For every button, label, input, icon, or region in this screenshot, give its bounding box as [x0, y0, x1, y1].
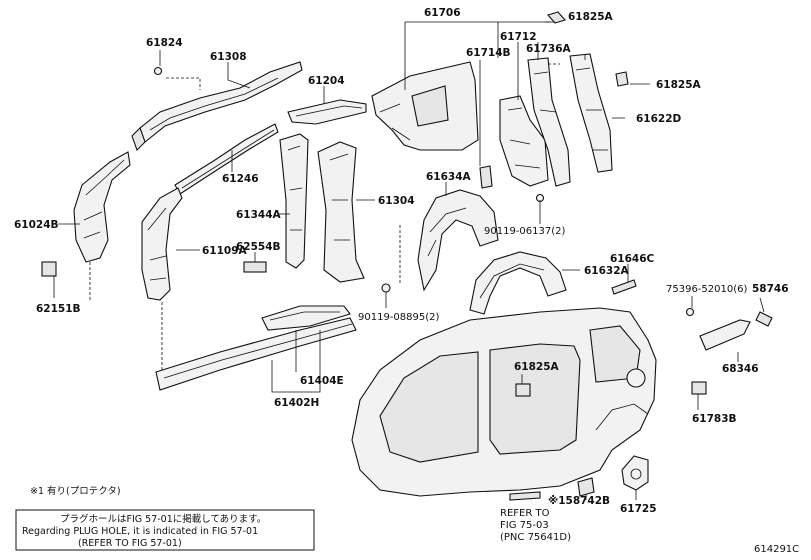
- note-line-2: Regarding PLUG HOLE, it is indicated in …: [22, 526, 258, 537]
- part-61404E-shape: [261, 305, 351, 331]
- label-90119-08895: 90119-08895(2): [358, 312, 439, 323]
- label-61725: 61725: [620, 503, 657, 515]
- label-61204: 61204: [308, 75, 345, 87]
- part-62151B-shape: [41, 261, 57, 277]
- label-58742B: ※158742B: [548, 495, 610, 507]
- label-61825A-top: 61825A: [568, 11, 614, 23]
- label-61634A: 61634A: [426, 171, 472, 183]
- part-61622D-shape: [547, 11, 629, 173]
- part-68346-group: [685, 307, 773, 351]
- label-61824: 61824: [146, 37, 183, 49]
- part-68346-shape: [699, 319, 751, 351]
- part-62554B-shape: [243, 261, 267, 273]
- label-61736A: 61736A: [526, 43, 572, 55]
- label-75396-52010: 75396-52010(6): [666, 284, 747, 295]
- quarter-window-opening: [589, 325, 641, 383]
- part-61246-shape: [174, 123, 279, 195]
- label-61712: 61712: [500, 31, 537, 43]
- label-58746: 58746: [752, 283, 789, 295]
- part-61632A-shape: [469, 251, 567, 315]
- label-61622D: 61622D: [636, 113, 682, 125]
- label-61706: 61706: [424, 7, 461, 19]
- fuel-filler-opening: [626, 368, 646, 388]
- body-side-outer-panel: [351, 307, 657, 497]
- part-61402H-shape: [155, 317, 357, 391]
- part-61646C-shape: [611, 279, 637, 295]
- note-line-3: (REFER TO FIG 57-01): [78, 538, 182, 549]
- label-61304: 61304: [378, 195, 415, 207]
- label-90119-06137: 90119-06137(2): [484, 226, 565, 237]
- refer-part-shape: [509, 491, 541, 501]
- label-61402H: 61402H: [274, 397, 319, 409]
- dashed-guides: [89, 63, 560, 372]
- part-61712-shape: [499, 95, 549, 187]
- label-61246: 61246: [222, 173, 259, 185]
- notes-area: ※1 有り(プロテクタ) プラグホールはFIG 57-01に掲載してあります。 …: [15, 485, 315, 551]
- footnote-text: ※1 有り(プロテクタ): [30, 485, 121, 497]
- rear-door-opening: [489, 343, 581, 455]
- part-61304-shape: [317, 141, 365, 283]
- part-61825A-top-shape: [547, 11, 566, 24]
- label-62554B: 62554B: [236, 241, 281, 253]
- part-61344A-shape: [279, 133, 309, 269]
- part-61783B-shape: [691, 381, 707, 395]
- part-75396-clip-shape: [685, 307, 695, 317]
- part-61706-shape: [371, 61, 479, 151]
- label-refer-to: REFER TO: [500, 508, 550, 519]
- note-line-1: プラグホールはFIG 57-01に掲載してあります。: [60, 513, 266, 525]
- label-61344A: 61344A: [236, 209, 282, 221]
- part-61714B-shape: [479, 165, 493, 189]
- part-61825A-low-shape: [515, 383, 531, 397]
- label-61825A-low: 61825A: [514, 361, 560, 373]
- label-61783B: 61783B: [692, 413, 737, 425]
- part-61109A-shape: [141, 187, 183, 301]
- part-61725-shape: [621, 455, 649, 491]
- label-61714B: 61714B: [466, 47, 511, 59]
- label-61308: 61308: [210, 51, 247, 63]
- plug-hole-note-box: [15, 509, 315, 551]
- label-68346: 68346: [722, 363, 759, 375]
- part-61824-grommet: [153, 66, 163, 76]
- part-61308-shape: [131, 61, 303, 152]
- label-61825A-mid: 61825A: [656, 79, 702, 91]
- leader-lines: [53, 21, 765, 500]
- part-58746-shape: [755, 311, 773, 327]
- label-61024B: 61024B: [14, 219, 59, 231]
- part-61736A-shape: [527, 57, 571, 187]
- label-61404E: 61404E: [300, 375, 344, 387]
- part-61825A-mid-shape: [615, 71, 629, 87]
- part-61634A-shape: [381, 189, 545, 293]
- label-61109A: 61109A: [202, 245, 248, 257]
- part-90119-08895-shape: [381, 283, 391, 293]
- front-door-opening: [379, 351, 479, 463]
- part-labels: 61706 61825A 61824 61308 61204 61712 617…: [14, 7, 789, 543]
- label-refer-pnc: (PNC 75641D): [500, 532, 571, 543]
- part-58742B-shape: [577, 477, 595, 497]
- part-61024B-shape: [41, 151, 131, 277]
- label-61646C: 61646C: [610, 253, 655, 265]
- figure-id: 614291C: [754, 544, 799, 555]
- label-61632A: 61632A: [584, 265, 630, 277]
- part-61204-shape: [287, 99, 367, 125]
- label-62151B: 62151B: [36, 303, 81, 315]
- label-refer-fig: FIG 75-03: [500, 520, 549, 531]
